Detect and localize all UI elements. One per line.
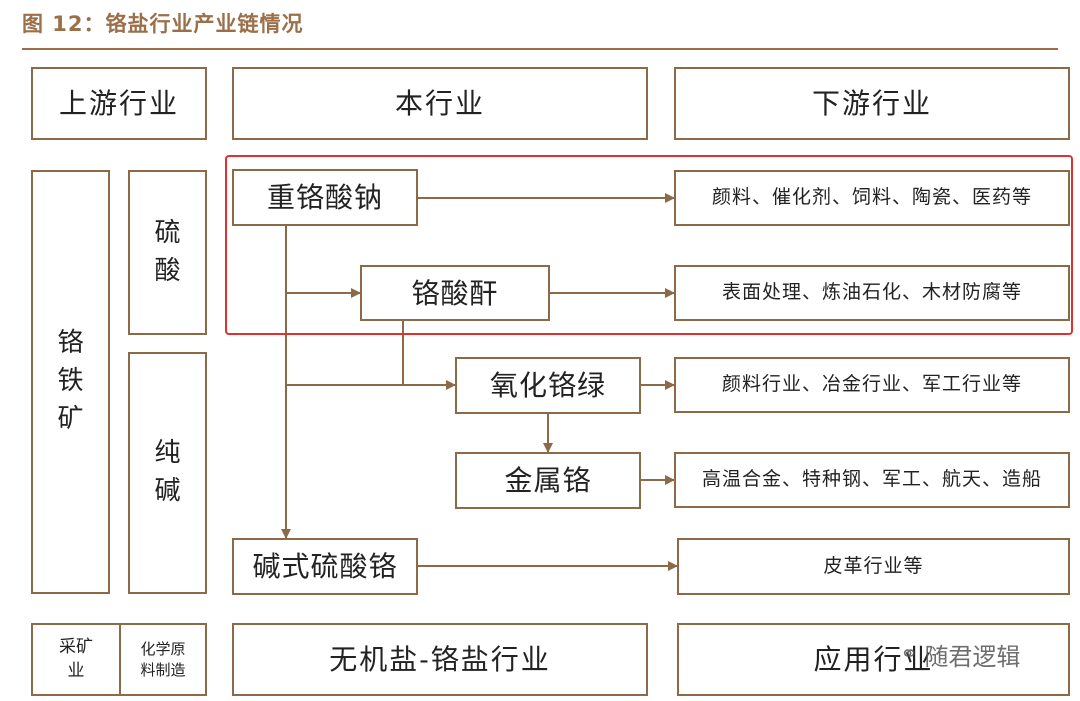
chromite-ore-char-2: 铁 <box>57 366 84 397</box>
app-box-chrome-green: 颜料行业、冶金行业、军工行业等 <box>674 357 1070 413</box>
metal-chromium-box: 金属铬 <box>455 452 641 509</box>
soda-ash-char-2: 碱 <box>154 476 181 506</box>
sulfuric-acid-char-1: 硫 <box>154 217 181 248</box>
app-box-metal-chromium: 高温合金、特种钢、军工、航天、造船 <box>674 452 1070 508</box>
mining-label-line-1: 采矿 <box>59 636 93 657</box>
watermark: ⚭ 随君逻辑 <box>900 637 1020 672</box>
chromite-ore-char-3: 矿 <box>57 403 84 434</box>
chrome-oxide-green-box: 氧化铬绿 <box>455 357 641 414</box>
mining-label-line-2: 业 <box>67 660 85 681</box>
footer-downstream-box: 应用行业 <box>677 623 1070 696</box>
figure-title: 图 12：铬盐行业产业链情况 <box>22 12 304 36</box>
sulfuric-acid-box: 硫 酸 <box>128 170 207 335</box>
app-box-chromium-sulfate: 皮革行业等 <box>677 538 1070 595</box>
footer-industry-box: 无机盐-铬盐行业 <box>232 623 648 696</box>
soda-ash-box: 纯 碱 <box>128 352 207 594</box>
watermark-text: 随君逻辑 <box>924 643 1021 671</box>
chem-raw-label-line-2: 料制造 <box>140 660 186 679</box>
chromite-ore-box: 铬 铁 矿 <box>31 170 110 594</box>
chromic-anhydride-box: 铬酸酐 <box>360 265 550 321</box>
header-downstream: 下游行业 <box>674 67 1070 140</box>
chem-raw-label-line-1: 化学原 <box>140 639 186 658</box>
title-divider <box>22 48 1058 50</box>
soda-ash-char-1: 纯 <box>154 438 181 469</box>
chromite-ore-char-1: 铬 <box>57 328 84 359</box>
app-box-dichromate: 颜料、催化剂、饲料、陶瓷、医药等 <box>674 170 1070 226</box>
header-upstream: 上游行业 <box>31 67 207 140</box>
basic-chromium-sulfate-box: 碱式硫酸铬 <box>232 538 418 595</box>
sulfuric-acid-char-2: 酸 <box>154 255 181 286</box>
app-box-anhydride: 表面处理、炼油石化、木材防腐等 <box>674 265 1070 321</box>
mining-box: 采矿 业 <box>31 623 121 696</box>
sodium-dichromate-box: 重铬酸钠 <box>232 169 418 226</box>
wechat-icon: ⚭ <box>900 642 919 667</box>
header-industry: 本行业 <box>232 67 648 140</box>
chem-raw-box: 化学原 料制造 <box>119 623 207 696</box>
